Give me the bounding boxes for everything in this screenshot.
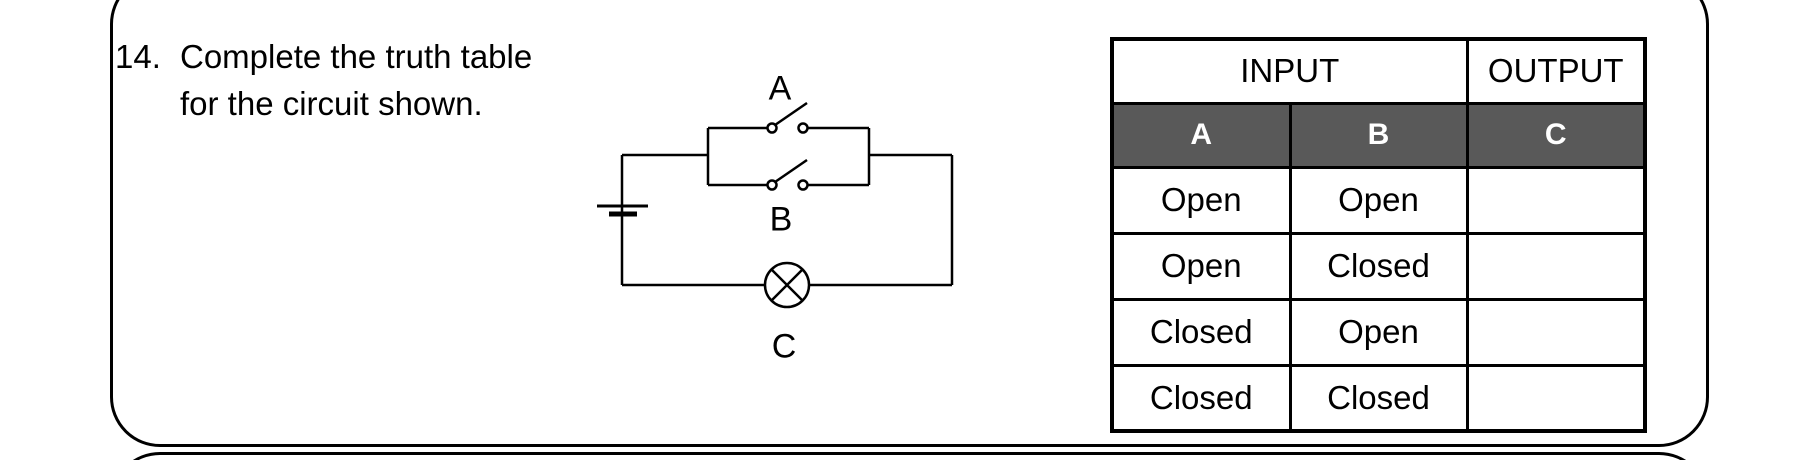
question-text-line1: Complete the truth table xyxy=(180,38,533,75)
lamp-icon xyxy=(763,261,811,309)
question: 14. Complete the truth table for the cir… xyxy=(115,33,580,127)
table-row: Closed Closed xyxy=(1110,363,1647,433)
answer-cell-c-3 xyxy=(1465,297,1647,367)
question-text-line2: for the circuit shown. xyxy=(180,85,483,122)
cell-a-1: Open xyxy=(1110,165,1292,235)
switch-b-label: B xyxy=(769,200,793,239)
truth-table: INPUT OUTPUT A B C Open Open Open Closed… xyxy=(1110,37,1647,433)
table-group-header-row: INPUT OUTPUT xyxy=(1110,37,1647,105)
table-column-header-row: A B C xyxy=(1110,101,1647,169)
question-number: 14. xyxy=(115,38,161,75)
cell-a-3: Closed xyxy=(1110,297,1292,367)
column-header-b: B xyxy=(1288,101,1469,169)
question-box xyxy=(110,0,1709,447)
output-header: OUTPUT xyxy=(1465,37,1647,105)
column-header-c: C xyxy=(1465,101,1647,169)
circuit-wires xyxy=(620,126,954,287)
cell-b-2: Closed xyxy=(1288,231,1469,301)
answer-cell-c-1 xyxy=(1465,165,1647,235)
cell-b-4: Closed xyxy=(1288,363,1469,433)
switch-a-label: A xyxy=(768,69,792,108)
cell-b-3: Open xyxy=(1288,297,1469,367)
lamp-label: C xyxy=(771,327,797,366)
switch-a-icon xyxy=(766,101,809,134)
column-header-a: A xyxy=(1110,101,1292,169)
circuit-diagram xyxy=(597,101,954,309)
question-text: Complete the truth table for the circuit… xyxy=(180,33,580,127)
table-row: Closed Open xyxy=(1110,297,1647,367)
cell-b-1: Open xyxy=(1288,165,1469,235)
next-question-box xyxy=(110,452,1709,460)
switch-b-icon xyxy=(766,158,809,191)
table-row: Open Open xyxy=(1110,165,1647,235)
battery-icon xyxy=(597,204,648,217)
input-header: INPUT xyxy=(1110,37,1469,105)
answer-cell-c-4 xyxy=(1465,363,1647,433)
cell-a-2: Open xyxy=(1110,231,1292,301)
answer-cell-c-2 xyxy=(1465,231,1647,301)
table-row: Open Closed xyxy=(1110,231,1647,301)
cell-a-4: Closed xyxy=(1110,363,1292,433)
